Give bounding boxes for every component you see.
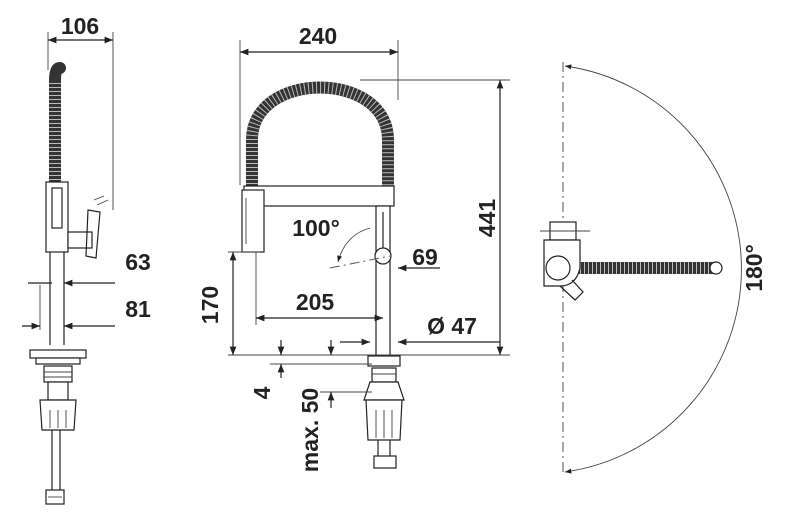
front-max50-label: max. 50	[297, 388, 323, 472]
front-4-label: 4	[249, 386, 275, 399]
side-base-plate	[29, 349, 87, 359]
front-170-label: 170	[197, 286, 223, 324]
front-spray-head	[241, 189, 265, 253]
front-hose	[246, 81, 394, 206]
side-spout-offset-label: 63	[125, 249, 151, 275]
side-base-offset-label: 81	[125, 296, 151, 322]
side-width-label: 106	[61, 13, 99, 39]
front-lever-label: 69	[412, 244, 438, 270]
front-width-label: 240	[299, 23, 337, 49]
front-angle-label: 100°	[292, 215, 340, 241]
front-205-label: 205	[296, 289, 335, 315]
front-view: 240 100° 69 441 170 205	[197, 23, 510, 472]
top-rotation-label: 180°	[741, 244, 767, 292]
top-view: 180°	[540, 62, 767, 475]
side-hose	[49, 62, 66, 186]
front-holder-bar	[243, 185, 395, 207]
side-view: 106 63 81	[22, 13, 151, 505]
front-height-label: 441	[474, 199, 500, 238]
front-lever-knob	[374, 247, 392, 265]
rotation-arc	[564, 64, 742, 474]
front-diameter-label: Ø 47	[427, 313, 477, 339]
side-lever	[67, 231, 93, 249]
